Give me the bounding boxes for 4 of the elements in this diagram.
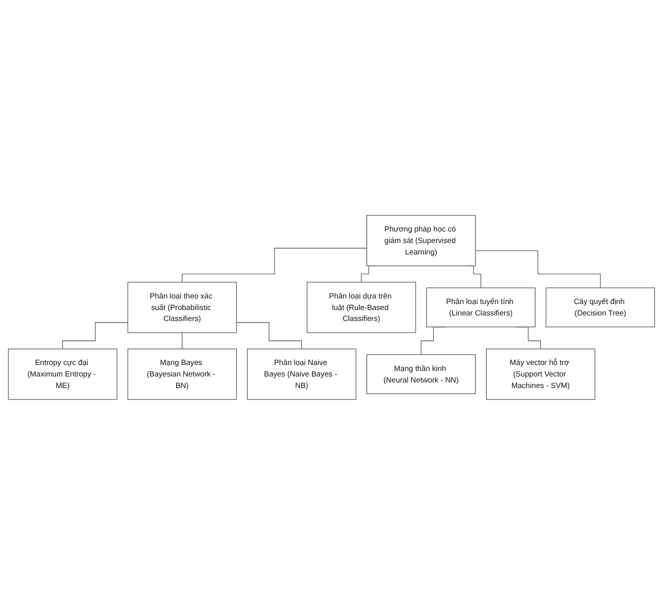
connector — [236, 322, 302, 349]
connector — [475, 250, 601, 288]
connector — [182, 248, 368, 282]
connector — [62, 322, 128, 349]
